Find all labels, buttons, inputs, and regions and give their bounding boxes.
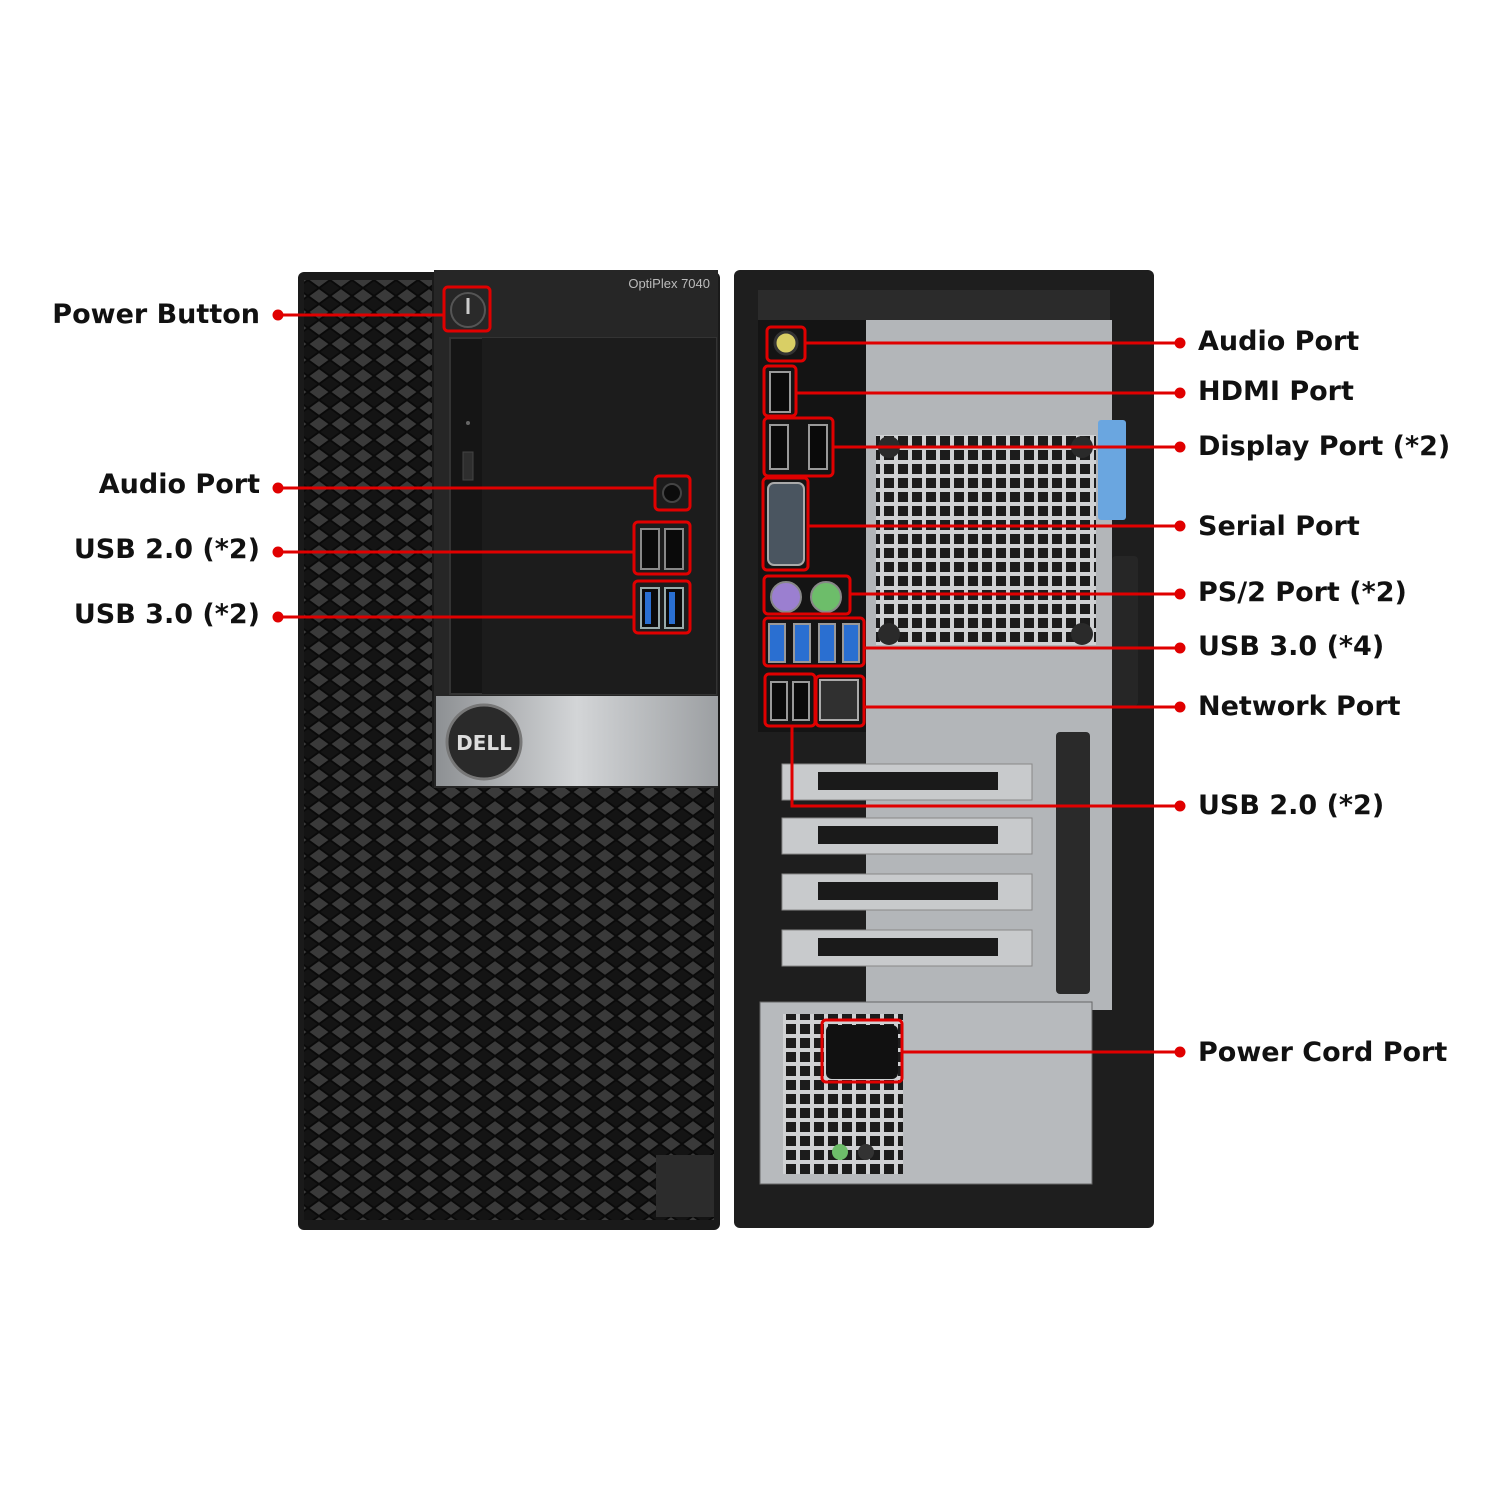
label-rear-audio-port: Audio Port — [1198, 326, 1360, 357]
label-power-cord-port: Power Cord Port — [1198, 1037, 1448, 1068]
leader-dot-power-button — [272, 309, 284, 321]
leader-dot-rear-audio — [1174, 337, 1186, 349]
label-front-audio-port: Audio Port — [98, 469, 260, 500]
highlight-network — [814, 674, 866, 728]
highlight-serial — [761, 476, 810, 572]
rear-usb2-port-2[interactable] — [792, 681, 810, 721]
rear-usb2-port-1[interactable] — [770, 681, 788, 721]
label-rear-usb2: USB 2.0 (*2) — [1198, 790, 1385, 821]
leader-dot-front-usb3 — [272, 611, 284, 623]
label-front-usb3: USB 3.0 (*2) — [73, 599, 260, 630]
rear-usb3-port-3[interactable] — [818, 623, 836, 663]
slot-vent-1 — [818, 772, 998, 790]
slot-vent-2 — [818, 826, 998, 844]
rear-handle[interactable] — [1112, 556, 1138, 706]
callout-highlights — [442, 285, 904, 1084]
label-ps2-port: PS/2 Port (*2) — [1198, 577, 1407, 608]
psu-test-led — [832, 1144, 848, 1160]
front-usb3-blue-1 — [645, 592, 651, 624]
fan-screw-bl — [878, 623, 900, 645]
rear-fan-vent — [876, 435, 1096, 645]
label-rear-usb3: USB 3.0 (*4) — [1198, 631, 1385, 662]
leader-dot-front-usb2 — [272, 546, 284, 558]
leader-dot-displayport — [1174, 441, 1186, 453]
leader-dot-power-cord — [1174, 1046, 1186, 1058]
front-headphone-jack[interactable] — [662, 483, 682, 503]
serial-connector[interactable] — [767, 482, 805, 566]
leader-dot-ps2 — [1174, 588, 1186, 600]
dell-logo-text: DELL — [456, 731, 512, 755]
rear-audio-jack[interactable] — [773, 330, 799, 356]
highlight-front-usb2 — [632, 520, 692, 576]
ps2-keyboard-port[interactable] — [770, 581, 802, 613]
front-usb2-port-1[interactable] — [640, 528, 660, 570]
label-serial-port: Serial Port — [1198, 511, 1360, 542]
highlight-hdmi — [762, 364, 798, 418]
leader-dot-rear-usb2 — [1174, 800, 1186, 812]
slot-vent-4 — [818, 938, 998, 956]
front-usb2-port-2[interactable] — [664, 528, 684, 570]
highlight-front-usb3 — [632, 579, 692, 635]
model-badge: OptiPlex 7040 — [628, 276, 710, 291]
ethernet-jack[interactable] — [819, 679, 859, 721]
leader-dot-serial — [1174, 520, 1186, 532]
rear-tower — [734, 270, 1154, 1228]
label-power-button: Power Button — [52, 299, 260, 330]
rear-usb3-port-1[interactable] — [768, 623, 786, 663]
displayport-1[interactable] — [769, 424, 789, 470]
front-mesh-bottom — [304, 788, 714, 1220]
leader-dot-front-audio — [272, 482, 284, 494]
leader-dot-hdmi — [1174, 387, 1186, 399]
leader-dot-network — [1174, 701, 1186, 713]
front-tower: DELL OptiPlex 7040 — [298, 270, 720, 1230]
ps2-mouse-port[interactable] — [810, 581, 842, 613]
callout-leaders — [272, 309, 1186, 1058]
lock-latch-blue[interactable] — [1098, 420, 1126, 520]
rear-usb3-port-4[interactable] — [842, 623, 860, 663]
highlight-power-button — [442, 285, 492, 333]
label-hdmi-port: HDMI Port — [1198, 376, 1354, 407]
drive-eject-button[interactable] — [462, 451, 474, 481]
label-display-port: Display Port (*2) — [1198, 431, 1451, 462]
dell-logo-badge — [445, 703, 523, 781]
displayport-2[interactable] — [808, 424, 828, 470]
highlight-front-audio — [653, 474, 692, 512]
front-foot — [656, 1155, 714, 1217]
front-usb3-blue-2 — [669, 592, 675, 624]
leader-dot-rear-usb3 — [1174, 642, 1186, 654]
slot-vent-3 — [818, 882, 998, 900]
fan-screw-br — [1071, 623, 1093, 645]
drive-led — [466, 421, 470, 425]
hdmi-connector[interactable] — [769, 371, 791, 413]
leader-rear-usb2 — [790, 726, 1180, 808]
optical-drive-face — [482, 338, 716, 694]
power-inlet[interactable] — [826, 1025, 898, 1079]
rear-usb3-port-2[interactable] — [793, 623, 811, 663]
psu-test-button[interactable] — [858, 1144, 874, 1160]
highlight-rear-usb3 — [762, 616, 866, 668]
slot-retention-bar[interactable] — [1056, 732, 1090, 994]
label-network-port: Network Port — [1198, 691, 1401, 722]
label-front-usb2: USB 2.0 (*2) — [73, 534, 260, 565]
